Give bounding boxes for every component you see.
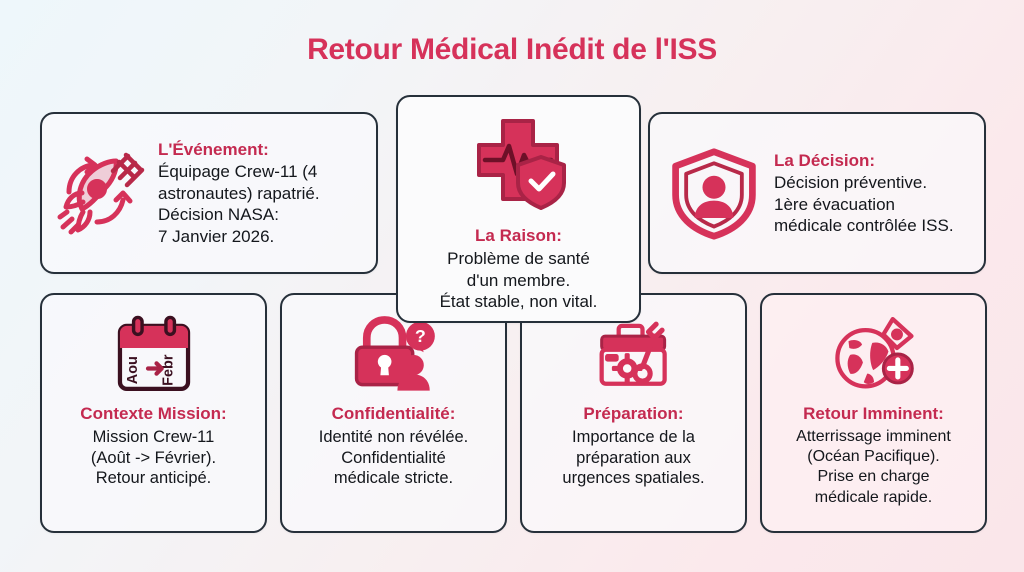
card-return: Retour Imminent: Atterrissage imminent (… [760, 293, 987, 533]
card-decision-line-3: médicale contrôlée ISS. [774, 215, 954, 235]
card-context-line-2: (Août -> Février). [90, 448, 217, 467]
card-confidentiality: ? Confidentialité: Identité non révélée.… [280, 293, 507, 533]
card-preparation-line-3: urgences spatiales. [562, 469, 705, 488]
card-return-heading: Retour Imminent: [803, 404, 944, 423]
card-reason-line-1: Problème de santé [447, 248, 590, 268]
calendar-icon: Aou Febr [108, 311, 200, 397]
svg-text:?: ? [414, 326, 425, 346]
card-event: L'Événement: Équipage Crew-11 (4 astrona… [40, 112, 378, 274]
card-event-heading: L'Événement: [158, 139, 269, 159]
card-decision-line-2: 1ère évacuation [774, 194, 895, 214]
card-return-line-1: Atterrissage imminent [796, 427, 951, 445]
card-event-line-1: Équipage Crew-11 (4 [158, 162, 318, 182]
medical-cross-shield-icon [467, 111, 571, 215]
calendar-arrow-icon [145, 361, 164, 376]
calendar-label-to: Febr [160, 354, 176, 386]
card-decision: La Décision: Décision préventive. 1ère é… [648, 112, 986, 274]
card-preparation-line-1: Importance de la [572, 427, 695, 446]
globe-capsule-medical-icon [828, 311, 920, 397]
card-reason-heading: La Raison: [475, 226, 562, 245]
card-preparation-text: Préparation: Importance de la préparatio… [562, 403, 704, 489]
card-confidentiality-heading: Confidentialité: [331, 404, 456, 423]
card-context-heading: Contexte Mission: [80, 404, 227, 423]
card-context: Aou Febr Contexte Mission: Mission Crew-… [40, 293, 267, 533]
card-reason-line-3: État stable, non vital. [439, 292, 598, 312]
card-reason-text: La Raison: Problème de santé d'un membre… [440, 225, 598, 313]
toolbox-wrench-gear-icon [588, 311, 680, 397]
card-preparation-heading: Préparation: [583, 404, 684, 423]
rocket-icon [48, 141, 152, 245]
card-return-line-4: médicale rapide. [814, 488, 933, 506]
card-decision-line-1: Décision préventive. [774, 173, 928, 193]
card-reason-line-2: d'un membre. [466, 270, 571, 290]
card-confidentiality-line-1: Identité non révélée. [318, 427, 469, 446]
card-preparation: Préparation: Importance de la préparatio… [520, 293, 747, 533]
card-event-text: L'Événement: Équipage Crew-11 (4 astrona… [158, 139, 366, 247]
page-title: Retour Médical Inédit de l'ISS [307, 33, 717, 66]
card-confidentiality-line-3: médicale stricte. [333, 469, 454, 488]
card-return-line-3: Prise en charge [817, 468, 930, 486]
card-event-line-2: astronautes) rapatrié. [158, 183, 320, 203]
card-event-line-3: Décision NASA: [158, 205, 279, 225]
card-preparation-line-2: préparation aux [576, 448, 691, 467]
card-confidentiality-text: Confidentialité: Identité non révélée. C… [319, 403, 469, 489]
shield-person-icon [662, 141, 766, 245]
lock-question-person-icon: ? [348, 311, 440, 397]
card-context-text: Contexte Mission: Mission Crew-11 (Août … [80, 403, 226, 489]
card-context-line-3: Retour anticipé. [95, 469, 212, 488]
card-decision-text: La Décision: Décision préventive. 1ère é… [774, 150, 974, 237]
card-return-text: Retour Imminent: Atterrissage imminent (… [796, 403, 951, 508]
card-confidentiality-line-2: Confidentialité [341, 448, 446, 467]
card-context-line-1: Mission Crew-11 [92, 427, 215, 446]
card-event-line-4: 7 Janvier 2026. [158, 226, 275, 246]
calendar-label-from: Aou [124, 356, 140, 384]
card-reason: La Raison: Problème de santé d'un membre… [396, 95, 641, 323]
card-decision-heading: La Décision: [774, 150, 876, 170]
card-return-line-2: (Océan Pacifique). [807, 447, 940, 465]
